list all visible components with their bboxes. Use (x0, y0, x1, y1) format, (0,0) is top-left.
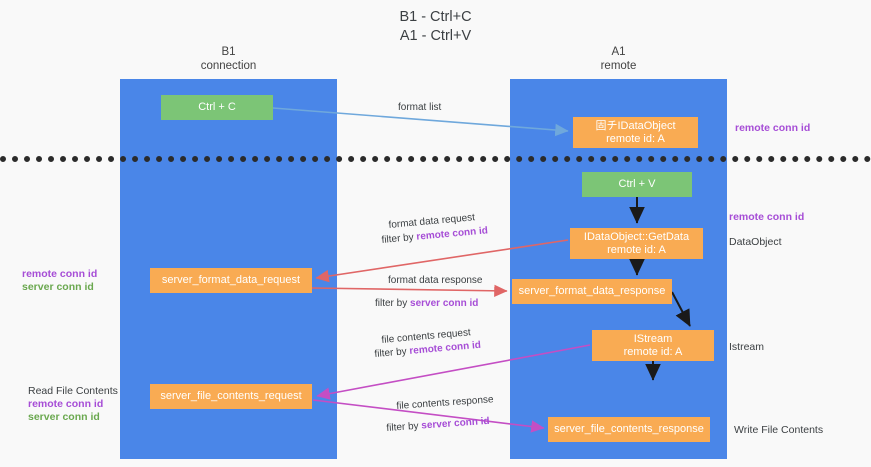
node-server-format-data-response-label: server_format_data_response (518, 285, 666, 297)
node-server-file-contents-request[interactable]: server_file_contents_request (150, 384, 312, 409)
lane-header-a1-role: remote (600, 59, 637, 72)
annotation-left-read-file-contents: Read File Contents remote conn id server… (28, 385, 118, 424)
annotation-istream-label: Istream (729, 341, 765, 353)
annotation-write-file-contents-label: Write File Contents (734, 424, 824, 436)
node-server-file-contents-request-label: server_file_contents_request (160, 390, 302, 402)
node-istream-title: IStream (633, 332, 673, 345)
lane-header-a1: A1 remote (510, 46, 727, 73)
filter-prefix: filter by (375, 298, 411, 309)
node-istream[interactable]: IStream remote id: A (592, 330, 714, 361)
node-ctrl-c-label: Ctrl + C (198, 101, 236, 113)
annotation-remote-conn-id: remote conn id (28, 398, 104, 410)
node-idataobject-subtitle: remote id: A (606, 132, 665, 145)
annotation-right-remote-conn-2: remote conn id (729, 211, 804, 224)
filter-key-server-conn-id: server conn id (410, 298, 479, 309)
node-idataobject[interactable]: 固チIDataObject remote id: A (573, 117, 698, 148)
lane-header-b1: B1 connection (120, 46, 337, 73)
annotation-right-dataobject: DataObject (729, 236, 782, 249)
node-server-format-data-request[interactable]: server_format_data_request (150, 268, 312, 293)
annotation-remote-conn-id: remote conn id (729, 211, 805, 223)
filter-prefix: filter by (381, 231, 417, 246)
edge-label-format-data-response-text: format data response (388, 275, 483, 286)
node-idataobject-getdata[interactable]: IDataObject::GetData remote id: A (570, 228, 703, 259)
edge-label-format-data-response-filter: filter by server conn id (375, 297, 478, 310)
title-line-2: A1 - Ctrl+V (399, 28, 472, 44)
node-ctrl-v[interactable]: Ctrl + V (582, 172, 692, 197)
dashed-separator (0, 156, 871, 162)
node-getdata-subtitle: remote id: A (607, 243, 666, 256)
node-server-format-data-response[interactable]: server_format_data_response (512, 279, 672, 304)
node-server-file-contents-response[interactable]: server_file_contents_response (548, 417, 710, 442)
node-ctrl-v-label: Ctrl + V (618, 178, 656, 190)
title-line-1: B1 - Ctrl+C (399, 9, 472, 25)
node-idataobject-title: 固チIDataObject (595, 119, 676, 132)
filter-prefix: filter by (386, 420, 422, 434)
annotation-remote-conn-id: remote conn id (735, 122, 811, 134)
lane-header-a1-name: A1 (611, 46, 626, 58)
annotation-dataobject-label: DataObject (729, 236, 782, 248)
edge-label-file-contents-response-filter: filter by server conn id (386, 415, 490, 435)
lane-header-b1-name: B1 (221, 46, 236, 58)
node-ctrl-c[interactable]: Ctrl + C (161, 95, 273, 120)
node-server-format-data-request-label: server_format_data_request (161, 274, 301, 286)
filter-prefix: filter by (374, 345, 410, 360)
lane-header-b1-role: connection (200, 59, 257, 72)
edge-label-format-list-text: format list (398, 102, 442, 113)
node-istream-subtitle: remote id: A (623, 345, 683, 358)
filter-key-server-conn-id: server conn id (421, 415, 490, 432)
annotation-left-conn-ids: remote conn id server conn id (22, 268, 97, 294)
annotation-server-conn-id: server conn id (28, 411, 100, 423)
annotation-server-conn-id: server conn id (22, 281, 94, 293)
edge-label-file-contents-response-text: file contents response (396, 394, 494, 412)
annotation-remote-conn-id: remote conn id (22, 268, 98, 280)
annotation-read-file-contents-label: Read File Contents (28, 385, 118, 397)
node-server-file-contents-response-label: server_file_contents_response (554, 423, 704, 435)
page-title: B1 - Ctrl+C A1 - Ctrl+V (0, 8, 871, 46)
edge-label-file-contents-response: file contents response (396, 393, 494, 413)
edge-label-format-list: format list (398, 101, 441, 114)
annotation-right-write-file-contents: Write File Contents (734, 424, 823, 437)
edge-label-format-data-response: format data response (388, 274, 483, 287)
node-getdata-title: IDataObject::GetData (583, 230, 690, 243)
annotation-right-remote-conn-1: remote conn id (735, 122, 810, 135)
edge-format-data-response (311, 284, 508, 298)
annotation-right-istream: Istream (729, 341, 764, 354)
